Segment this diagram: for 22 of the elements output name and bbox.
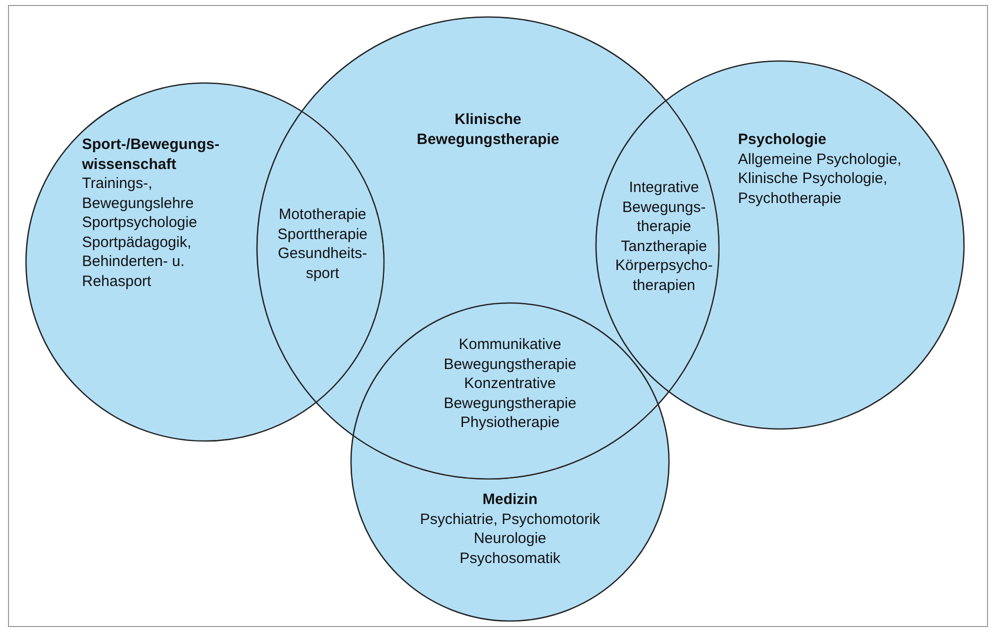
overlap-label: Kommunikative Bewegungstherapie (442, 335, 578, 374)
heading: Medizin (482, 490, 538, 510)
list-item: Sportpädagogik, Behinderten- u. Rehasport (82, 232, 192, 291)
heading: Sport-/Bewegungs- wissenschaft (82, 135, 220, 174)
heading: Psychologie (738, 130, 828, 150)
overlap-label: Gesundheits- sport (276, 244, 368, 283)
overlap-label: Integrative Bewegungs- therapie (621, 178, 707, 236)
overlap-label: Konzentrative Bewegungstherapie (442, 374, 578, 413)
overlap-label: Tanztherapie (620, 236, 708, 256)
list-item: Psychosomatik (458, 548, 562, 568)
overlap-label: Sporttherapie (276, 224, 369, 244)
list-item: Neurologie (472, 529, 548, 548)
list-item: Sportpsychologie (82, 213, 198, 232)
overlap-label: Physiotherapie (459, 413, 561, 432)
list-item: Klinische Psychologie, (738, 169, 888, 188)
heading: Klinische Bewegungstherapie (416, 110, 560, 149)
list-item: Allgemeine Psychologie, (738, 150, 902, 169)
overlap-label: Körperpsycho- therapien (614, 256, 714, 295)
list-item: Psychotherapie (738, 188, 842, 208)
list-item: Psychiatrie, Psychomotorik (418, 510, 602, 529)
list-item: Trainings-, Bewegungslehre (82, 174, 195, 213)
overlap-label: Mototherapie (278, 205, 368, 224)
